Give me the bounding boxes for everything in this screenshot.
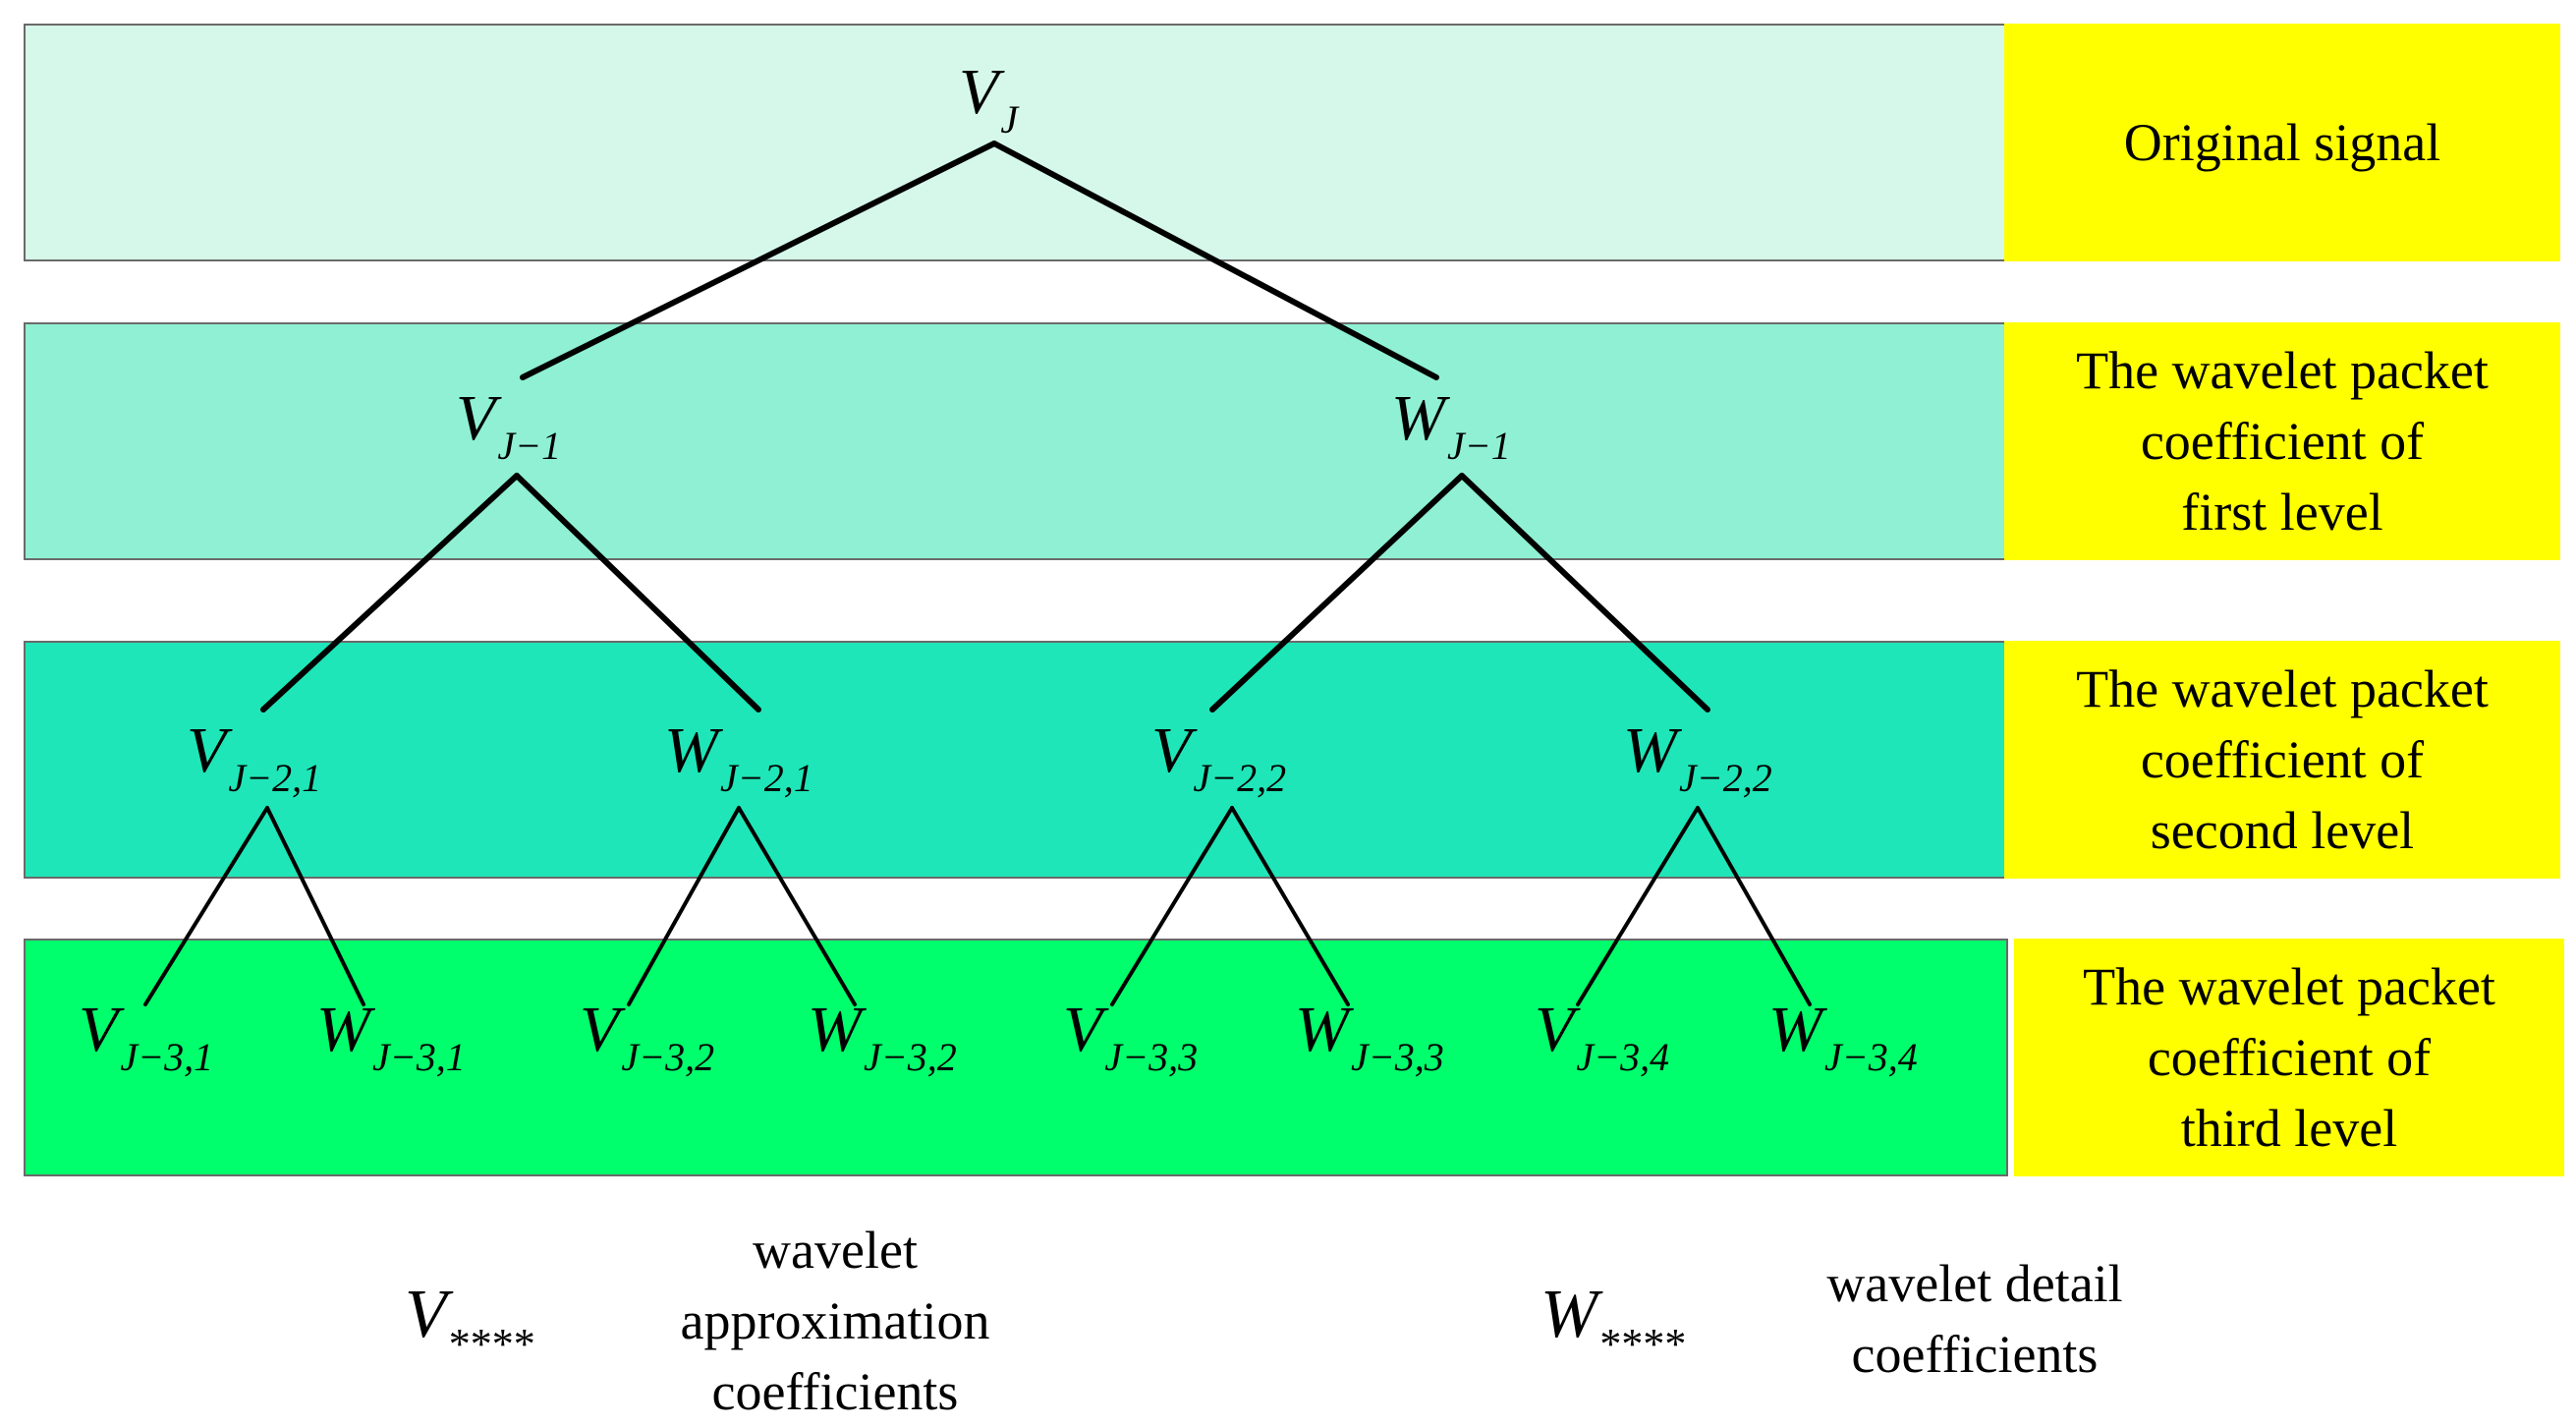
node-v-j-3-4: VJ−3,4 <box>1535 993 1669 1079</box>
node-v-j-2-2-subscript: J−2,2 <box>1193 756 1287 800</box>
level-label-second: The wavelet packet coefficient of second… <box>2004 641 2560 879</box>
node-w-j-2-2-subscript: J−2,2 <box>1678 756 1772 800</box>
node-w-j-1-subscript: J−1 <box>1446 424 1511 468</box>
node-v-j-2-1-symbol: V <box>187 714 227 786</box>
level-label-first-text: The wavelet packet coefficient of first … <box>2076 341 2489 542</box>
node-v-j-3-3-subscript: J−3,3 <box>1104 1035 1199 1079</box>
node-w-j-2-2-symbol: W <box>1623 714 1677 786</box>
node-vj-symbol: V <box>959 56 999 128</box>
node-w-j-3-4: WJ−3,4 <box>1768 993 1918 1079</box>
node-w-j-3-2-subscript: J−3,2 <box>863 1035 957 1079</box>
node-v-j-3-1-subscript: J−3,1 <box>120 1035 214 1079</box>
node-v-j-3-1-symbol: V <box>79 994 119 1065</box>
node-w-j-2-1: WJ−2,1 <box>664 714 813 800</box>
node-v-j-2-1: VJ−2,1 <box>187 714 321 800</box>
node-v-j-3-1: VJ−3,1 <box>79 993 213 1079</box>
node-v-j-3-3: VJ−3,3 <box>1063 993 1198 1079</box>
legend-detail-symbol-main: W <box>1540 1277 1598 1352</box>
legend-approx-symbol-sub: **** <box>448 1320 535 1368</box>
node-w-j-3-1-symbol: W <box>316 994 370 1065</box>
legend-approx-symbol: V**** <box>405 1276 535 1368</box>
node-vj-subscript: J <box>1000 97 1019 142</box>
legend-detail-text: wavelet detail coefficients <box>1749 1248 2201 1390</box>
legend-approx-symbol-main: V <box>405 1277 447 1352</box>
edge-root-v1 <box>520 141 997 380</box>
node-v-j-3-4-subscript: J−3,4 <box>1576 1035 1670 1079</box>
node-v-j-1-subscript: J−1 <box>497 424 562 468</box>
node-w-j-1-symbol: W <box>1391 382 1445 454</box>
legend-detail-text-content: wavelet detail coefficients <box>1826 1254 2123 1384</box>
node-v-j-2-1-subscript: J−2,1 <box>228 756 322 800</box>
level-label-original-text: Original signal <box>2123 113 2441 172</box>
edge-v1-v21 <box>260 473 520 713</box>
node-v-j-3-4-symbol: V <box>1535 994 1575 1065</box>
node-w-j-2-1-symbol: W <box>664 714 718 786</box>
node-w-j-3-2-symbol: W <box>808 994 862 1065</box>
legend-detail-symbol-sub: **** <box>1599 1320 1687 1368</box>
node-v-j-2-2: VJ−2,2 <box>1151 714 1286 800</box>
edge-v22-w33 <box>1230 806 1350 1006</box>
node-w-j-2-1-subscript: J−2,1 <box>719 756 813 800</box>
level-label-original: Original signal <box>2004 24 2560 261</box>
edge-root-w1 <box>991 141 1439 380</box>
legend-approx-text: wavelet approximation coefficients <box>589 1215 1081 1427</box>
edge-w1-w22 <box>1459 473 1710 713</box>
node-w-j-3-4-symbol: W <box>1768 994 1822 1065</box>
edge-w22-v34 <box>1576 806 1700 1006</box>
node-w-j-3-3: WJ−3,3 <box>1295 993 1444 1079</box>
edge-v21-w31 <box>265 806 365 1006</box>
node-w-j-2-2: WJ−2,2 <box>1623 714 1772 800</box>
level-label-third-text: The wavelet packet coefficient of third … <box>2083 957 2495 1158</box>
node-vj: VJ <box>959 55 1018 142</box>
node-v-j-1-symbol: V <box>456 382 496 454</box>
band-first-level <box>24 322 2008 560</box>
level-label-first: The wavelet packet coefficient of first … <box>2004 322 2560 560</box>
node-v-j-3-2-symbol: V <box>580 994 620 1065</box>
legend-detail-symbol: W**** <box>1540 1276 1686 1368</box>
edge-w22-w34 <box>1696 806 1812 1006</box>
node-v-j-3-3-symbol: V <box>1063 994 1103 1065</box>
node-w-j-3-3-symbol: W <box>1295 994 1349 1065</box>
node-w-j-3-1: WJ−3,1 <box>316 993 466 1079</box>
node-w-j-3-1-subscript: J−3,1 <box>371 1035 466 1079</box>
band-original-signal <box>24 24 2008 261</box>
node-v-j-1: VJ−1 <box>456 381 561 468</box>
edge-w1-v22 <box>1209 473 1465 713</box>
edge-v21-v31 <box>143 806 269 1006</box>
legend-approx-text-content: wavelet approximation coefficients <box>680 1221 990 1421</box>
edge-v1-w21 <box>514 473 761 713</box>
node-w-j-3-3-subscript: J−3,3 <box>1350 1035 1444 1079</box>
node-v-j-2-2-symbol: V <box>1151 714 1192 786</box>
edge-w21-v32 <box>627 806 741 1006</box>
node-w-j-1: WJ−1 <box>1391 381 1511 468</box>
level-label-third: The wavelet packet coefficient of third … <box>2014 939 2564 1176</box>
node-w-j-3-4-subscript: J−3,4 <box>1823 1035 1918 1079</box>
node-v-j-3-2: VJ−3,2 <box>580 993 714 1079</box>
edge-w21-w32 <box>737 806 857 1006</box>
band-third-level <box>24 939 2008 1176</box>
node-w-j-3-2: WJ−3,2 <box>808 993 957 1079</box>
node-v-j-3-2-subscript: J−3,2 <box>621 1035 715 1079</box>
edge-v22-v33 <box>1110 806 1234 1006</box>
level-label-second-text: The wavelet packet coefficient of second… <box>2076 659 2489 860</box>
